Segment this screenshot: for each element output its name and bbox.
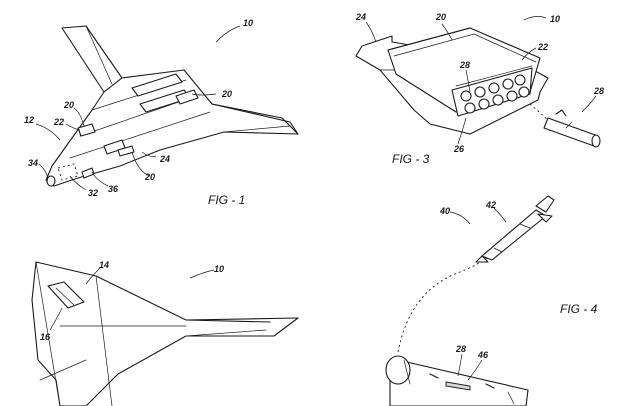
fig1-ref-12: 12 — [24, 115, 34, 125]
fig2-ref-14: 14 — [99, 260, 109, 270]
fig4-missile — [475, 195, 555, 263]
fig4-ref-28: 28 — [455, 344, 466, 354]
fig3-tube-openings — [460, 74, 530, 114]
fig1-ref-32: 32 — [88, 188, 98, 198]
fig2-ref-10: 10 — [214, 264, 224, 274]
fig1-aircraft — [45, 25, 299, 187]
fig1-ref-34: 34 — [28, 158, 38, 168]
fig1-ref-24: 24 — [159, 154, 170, 164]
fig2-leaders — [49, 267, 215, 331]
fig1-ref-22: 22 — [53, 117, 64, 127]
fig3-ref-20: 20 — [435, 12, 446, 22]
fig2-aircraft-planform — [31, 261, 299, 406]
fig4-labels: 40 42 28 46 FIG - 4 — [439, 200, 598, 360]
fig1-leaders — [35, 25, 241, 191]
fig1-ref-36: 36 — [108, 184, 119, 194]
fig3-ref-26: 26 — [453, 144, 465, 154]
fig3-ref-22: 22 — [537, 42, 548, 52]
fig3-labels: 10 20 22 24 28 28 26 FIG - 3 — [355, 12, 604, 166]
fig4-ref-40: 40 — [439, 206, 450, 216]
fig1-ref-20-bottom: 20 — [144, 172, 155, 182]
fig3-ref-28-right: 28 — [593, 86, 604, 96]
fig3-ref-10: 10 — [550, 14, 560, 24]
fig1-ref-10: 10 — [243, 18, 253, 28]
fig4-leaders — [449, 207, 507, 381]
fig2-labels: 10 14 16 — [40, 260, 224, 342]
fig3-launcher — [355, 27, 601, 148]
fig1-caption: FIG - 1 — [208, 193, 245, 207]
fig1-ref-20-right: 20 — [221, 89, 232, 99]
fig1-labels: 10 12 20 22 20 24 20 34 32 36 FIG - 1 — [24, 18, 253, 207]
fig1-ref-20-left: 20 — [63, 100, 74, 110]
fig4-caption: FIG - 4 — [560, 302, 598, 316]
fig2-ref-16: 16 — [40, 332, 51, 342]
fig4-launch — [385, 195, 555, 406]
fig3-ref-28-upper: 28 — [459, 60, 470, 70]
fig3-caption: FIG - 3 — [392, 152, 430, 166]
fig3-ref-24: 24 — [355, 12, 366, 22]
fig3-leaders — [365, 16, 597, 145]
fig4-canister — [385, 355, 529, 406]
fig4-ref-46: 46 — [477, 350, 489, 360]
fig4-ref-42: 42 — [485, 200, 496, 210]
